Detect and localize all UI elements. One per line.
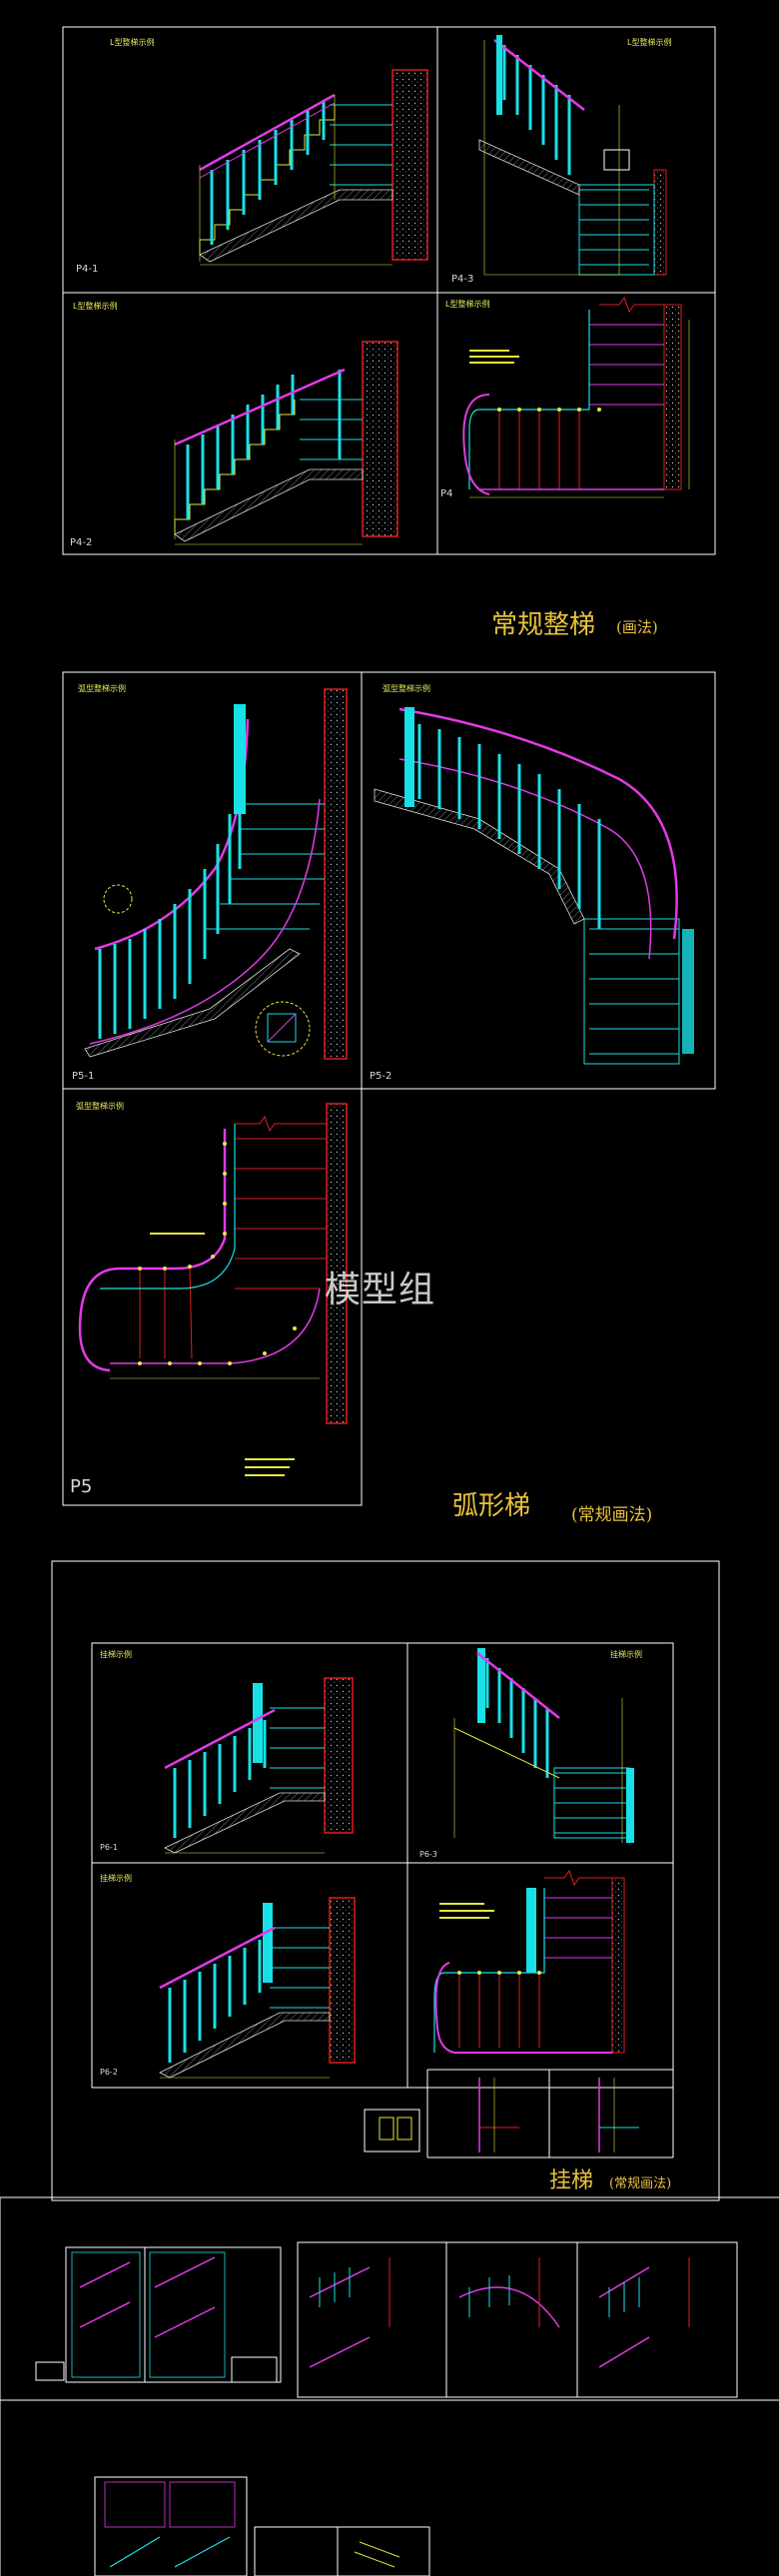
page-number-p4: P4	[440, 488, 453, 499]
panel-caption-p5-1: 弧型整梯示例	[78, 684, 126, 693]
page-number-p5-2: P5-2	[370, 1071, 392, 1082]
page-number-p5-1: P5-1	[72, 1071, 95, 1082]
sheet2-frames	[62, 671, 716, 1506]
sheet3-frames	[51, 1560, 720, 2201]
overview-sheet-thumbnails	[0, 2196, 779, 2576]
stair-detail-boxes	[364, 2078, 639, 2152]
section-title-standard-stair: 常规整梯	[491, 610, 596, 640]
page-number-p6-3: P6-3	[419, 1850, 437, 1859]
stair-drawing-p4-2	[174, 341, 398, 545]
section-subtitle-curved-stair: (常规画法)	[571, 1505, 653, 1525]
panel-caption-p4: L型整梯示例	[445, 300, 490, 309]
stair-drawing-p6-3	[453, 1648, 634, 1843]
page-number-p4-3: P4-3	[451, 274, 474, 285]
page-number-p5: P5	[70, 1476, 93, 1497]
stair-drawing-p6-2	[159, 1897, 356, 2079]
panel-caption-p4-3: L型整梯示例	[627, 38, 672, 47]
section-subtitle-hanging-stair: (常规画法)	[609, 2176, 672, 2191]
panel-caption-p4-2: L型整梯示例	[73, 302, 118, 311]
section-title-hanging-stair: 挂梯	[549, 2168, 594, 2193]
panel-caption-p5: 弧型整梯示例	[76, 1102, 124, 1111]
stair-drawing-p4-3	[478, 35, 667, 276]
page-number-p6-2: P6-2	[100, 2068, 118, 2077]
stair-drawing-p4-plan	[462, 296, 690, 498]
stair-drawing-p6-plan	[433, 1869, 625, 2054]
panel-caption-p5-2: 弧型整梯示例	[383, 684, 430, 693]
stair-drawing-p4-1	[199, 69, 428, 266]
overview-thumbnail-content	[71, 2251, 690, 2568]
stair-drawing-p6-1	[164, 1677, 354, 1854]
page-number-p6-1: P6-1	[100, 1843, 118, 1852]
section-subtitle-standard-stair: (画法)	[616, 618, 658, 636]
panel-caption-p6-1: 挂梯示例	[100, 1650, 132, 1659]
page-number-p4-2: P4-2	[70, 537, 93, 548]
section-title-curved-stair: 弧形梯	[452, 1491, 531, 1521]
stair-drawing-p5-1	[84, 688, 348, 1060]
panel-caption-p4-1: L型整梯示例	[110, 38, 155, 47]
stair-drawing-p5-2	[374, 707, 694, 1065]
sheet1-frames	[62, 26, 716, 555]
watermark-text: 模型组	[325, 1270, 436, 1310]
stair-drawing-p5-plan	[78, 1103, 348, 1476]
panel-caption-p6-3: 挂梯示例	[610, 1650, 642, 1659]
panel-caption-p6-2: 挂梯示例	[100, 1874, 132, 1883]
page-number-p4-1: P4-1	[76, 264, 99, 275]
